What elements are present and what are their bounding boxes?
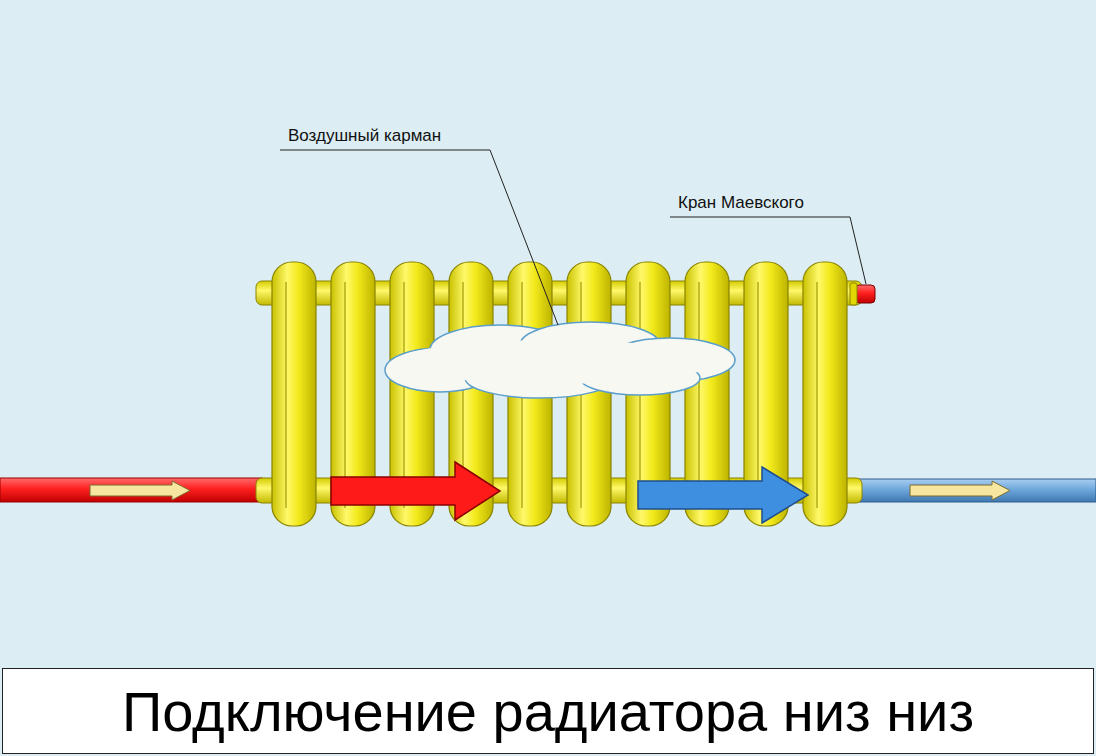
collector-gap	[729, 282, 744, 304]
collector-gap	[552, 282, 567, 304]
leader-line	[280, 150, 558, 325]
collector-gap	[434, 282, 449, 304]
supply-pipe	[0, 478, 262, 502]
radiator-sections	[272, 262, 862, 526]
hot-flow-arrow	[331, 462, 500, 520]
collector-gap	[375, 282, 390, 304]
collector-gap	[788, 282, 803, 304]
flow-arrow	[910, 481, 1010, 500]
section-body	[803, 262, 847, 526]
section-seam	[344, 282, 345, 508]
valve-nut	[850, 283, 857, 305]
collector-gap	[316, 282, 331, 304]
section-seam	[285, 282, 286, 508]
cold-flow-arrow	[638, 467, 808, 523]
collector-gap	[670, 282, 685, 304]
callout-label: Кран Маевского	[678, 194, 804, 213]
section-seam	[816, 282, 817, 508]
leader-line	[670, 217, 866, 284]
air-valve	[855, 285, 875, 303]
radiator-section	[803, 262, 847, 526]
title-box: Подключение радиатора низ низ	[2, 668, 1094, 754]
callout-label: Воздушный карман	[288, 127, 441, 146]
collector-gap	[611, 282, 626, 304]
section-seam	[698, 282, 699, 508]
section-seam	[403, 282, 404, 508]
collector-gap	[493, 282, 508, 304]
return-pipe	[858, 479, 1096, 502]
flow-arrow	[90, 481, 190, 500]
air-pocket	[385, 322, 735, 398]
radiator-section	[272, 262, 316, 526]
title: Подключение радиатора низ низ	[122, 679, 974, 744]
section-body	[272, 262, 316, 526]
section-seam	[757, 282, 758, 508]
